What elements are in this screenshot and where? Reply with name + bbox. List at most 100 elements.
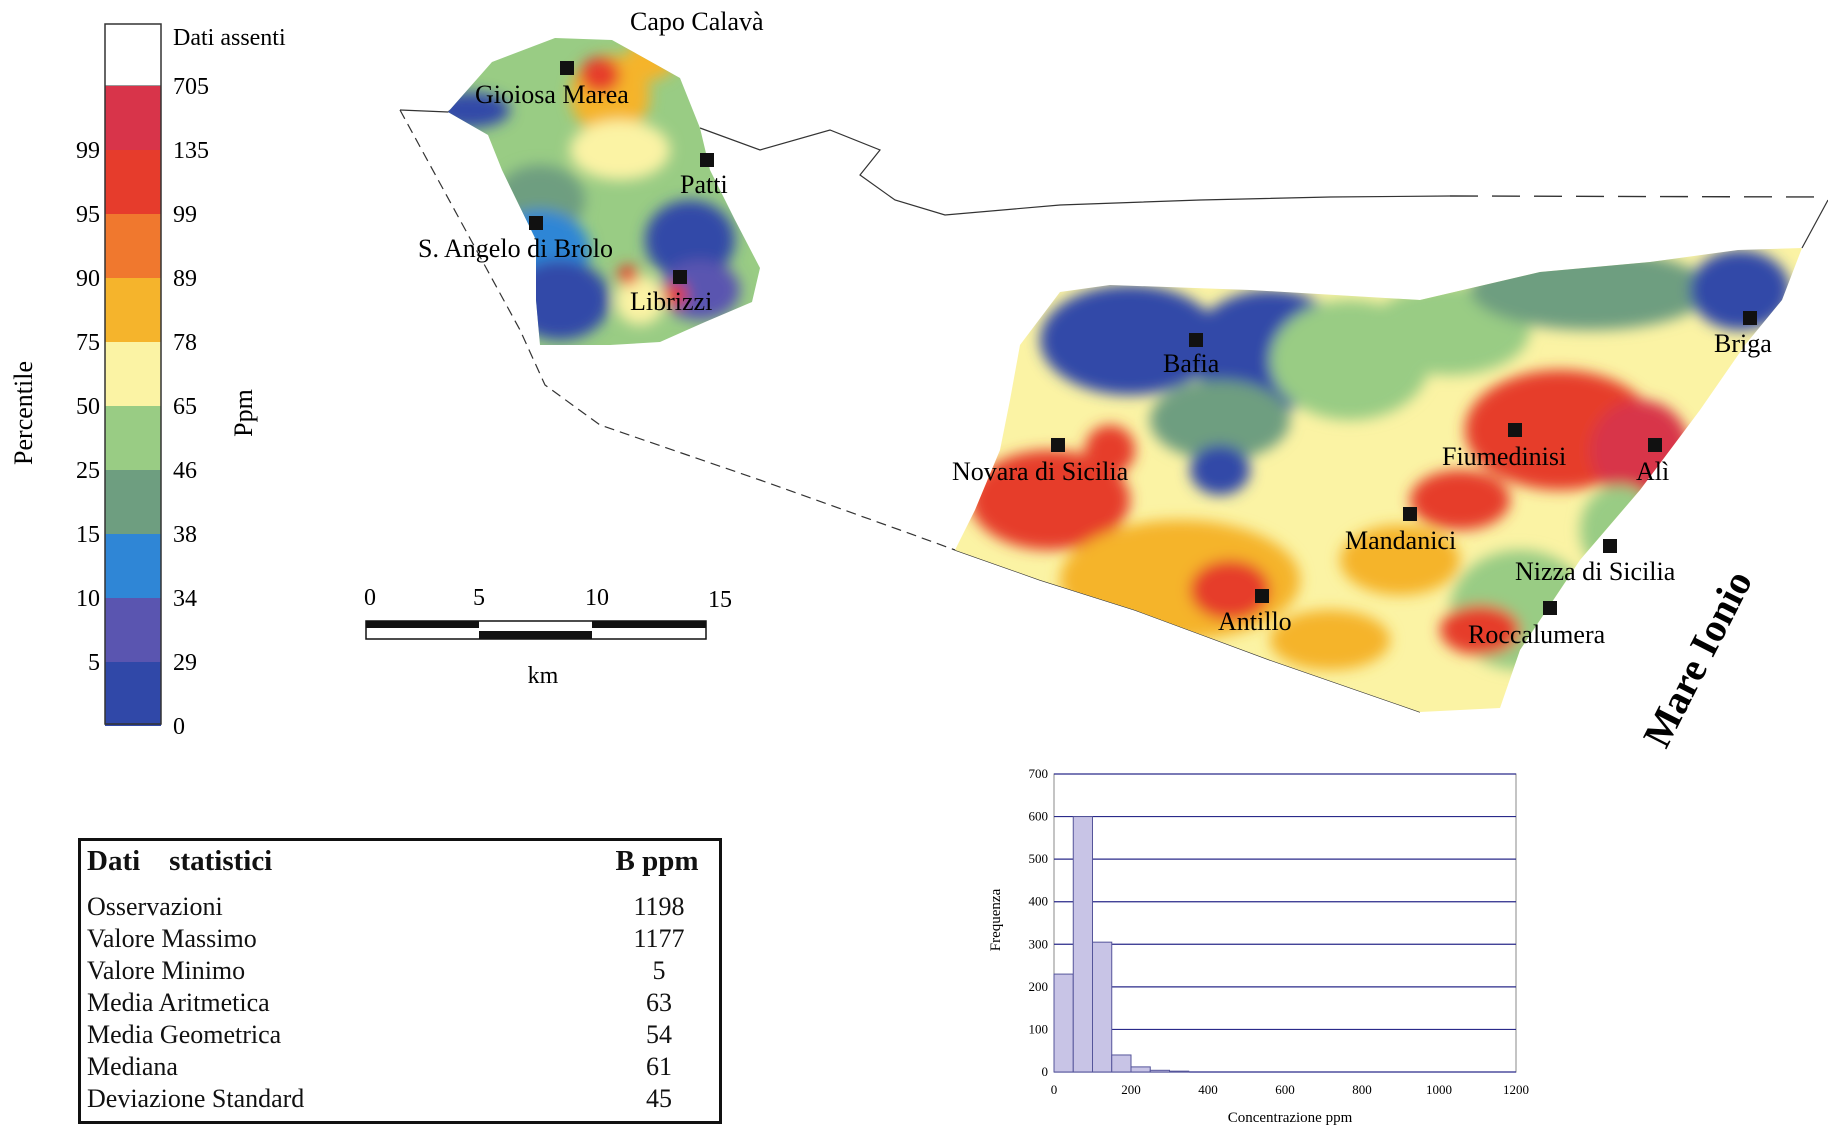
town-marker	[700, 153, 714, 167]
scale-tick: 15	[708, 587, 732, 613]
histogram-xtick: 600	[1275, 1082, 1295, 1097]
histogram-ytick: 300	[1029, 936, 1049, 951]
histogram-plot-area	[1053, 773, 1517, 1073]
legend-ppm-label: 0	[173, 714, 185, 740]
legend-swatch	[105, 406, 161, 470]
town-label: Gioiosa Marea	[475, 80, 629, 109]
legend-swatch	[105, 342, 161, 406]
stats-value: 61	[646, 1052, 672, 1081]
legend-percentile-label: 75	[76, 330, 100, 356]
stats-label: Media Geometrica	[87, 1020, 282, 1049]
histogram-ytick: 100	[1029, 1021, 1049, 1036]
legend-percentile-label: 99	[76, 138, 100, 164]
legend-ppm-title: Ppm	[229, 389, 258, 437]
town-marker	[1403, 507, 1417, 521]
histogram-xtick: 1200	[1503, 1082, 1529, 1097]
histogram-xtick: 200	[1121, 1082, 1141, 1097]
histogram-ytick: 700	[1029, 766, 1049, 781]
legend-percentile-title: Percentile	[9, 361, 38, 465]
histogram-xtick: 0	[1051, 1082, 1058, 1097]
stats-label: Media Aritmetica	[87, 988, 270, 1017]
legend-swatch	[105, 214, 161, 278]
stats-label: Valore Minimo	[87, 956, 246, 985]
town-label: S. Angelo di Brolo	[418, 234, 613, 263]
histogram-xtick: 800	[1352, 1082, 1372, 1097]
histogram-ytick: 600	[1029, 809, 1049, 824]
town-marker	[1189, 333, 1203, 347]
stats-value: 5	[652, 956, 666, 985]
stats-label: Osservazioni	[87, 892, 223, 921]
legend-percentile-label: 95	[76, 202, 100, 228]
legend-percentile-label: 15	[76, 522, 100, 548]
stats-table: Dati statistici B ppm Osservazioni 1198 V…	[78, 838, 722, 1124]
scale-bar: 0 5 10 15 km	[364, 585, 732, 689]
histogram-ytick: 400	[1029, 894, 1049, 909]
legend-ppm-label: 46	[173, 458, 197, 484]
legend-ppm-label: 705	[173, 74, 209, 100]
stats-row: Deviazione Standard 45	[87, 1083, 707, 1115]
town-marker	[529, 216, 543, 230]
legend-ppm-label: 135	[173, 138, 209, 164]
legend-percentile-label: 10	[76, 586, 100, 612]
town-marker	[1743, 311, 1757, 325]
town-label: Novara di Sicilia	[952, 457, 1129, 486]
stats-label: Valore Massimo	[87, 924, 257, 953]
stats-row: Media Geometrica 54	[87, 1019, 707, 1051]
legend-missing-label: Dati assenti	[173, 25, 286, 51]
town-label: Roccalumera	[1468, 620, 1606, 649]
scale-tick: 10	[585, 585, 609, 611]
town-marker	[1508, 423, 1522, 437]
legend-percentile-label: 25	[76, 458, 100, 484]
histogram-ytick: 500	[1029, 851, 1049, 866]
stats-value: 1198	[633, 892, 685, 921]
histogram-bar	[1092, 941, 1113, 1073]
town-label: Capo Calavà	[630, 7, 764, 36]
legend-percentile-label: 5	[88, 650, 100, 676]
town-marker	[1255, 589, 1269, 603]
town-label: Librizzi	[630, 287, 712, 316]
legend-swatch	[105, 86, 161, 150]
histogram-bar	[1111, 1054, 1132, 1073]
legend-swatch	[105, 598, 161, 662]
town-marker	[1543, 601, 1557, 615]
town-marker	[673, 270, 687, 284]
legend-ppm-label: 34	[173, 586, 197, 612]
stats-title: Dati statistici	[87, 845, 273, 877]
legend-ppm-label: 38	[173, 522, 197, 548]
histogram-bar	[1053, 973, 1074, 1073]
legend-swatch	[105, 534, 161, 598]
stats-value: 1177	[633, 924, 685, 953]
legend-swatch-missing	[104, 23, 162, 87]
town-label: Antillo	[1218, 607, 1292, 636]
stats-value: 54	[646, 1020, 672, 1049]
legend-ppm-label: 89	[173, 266, 197, 292]
town-marker	[1648, 438, 1662, 452]
histogram-ylabel: Frequenza	[988, 888, 1004, 951]
town-label: Patti	[680, 170, 728, 199]
legend-percentile-label: 50	[76, 394, 100, 420]
histogram-xlabel: Concentrazione ppm	[1228, 1110, 1353, 1126]
stats-row: Valore Massimo 1177	[87, 923, 707, 955]
stats-label: Deviazione Standard	[87, 1084, 305, 1113]
town-label: Bafia	[1163, 349, 1220, 378]
scale-tick: 0	[364, 585, 376, 611]
sea-label: Mare Ionio	[1634, 563, 1761, 754]
histogram-bar	[1149, 1069, 1170, 1073]
stats-value: 45	[646, 1084, 672, 1113]
legend-swatch	[105, 150, 161, 214]
scale-unit: km	[528, 663, 559, 689]
stats-row: Valore Minimo 5	[87, 955, 707, 987]
histogram-ytick: 0	[1042, 1064, 1049, 1079]
legend-swatch	[105, 470, 161, 534]
histogram-ytick: 200	[1029, 979, 1049, 994]
legend-ppm-label: 99	[173, 202, 197, 228]
town-label: Briga	[1714, 329, 1772, 358]
town-label: Nizza di Sicilia	[1515, 557, 1676, 586]
legend-ppm-label: 29	[173, 650, 197, 676]
town-marker	[1603, 539, 1617, 553]
stats-header: Dati statistici B ppm	[87, 845, 707, 877]
